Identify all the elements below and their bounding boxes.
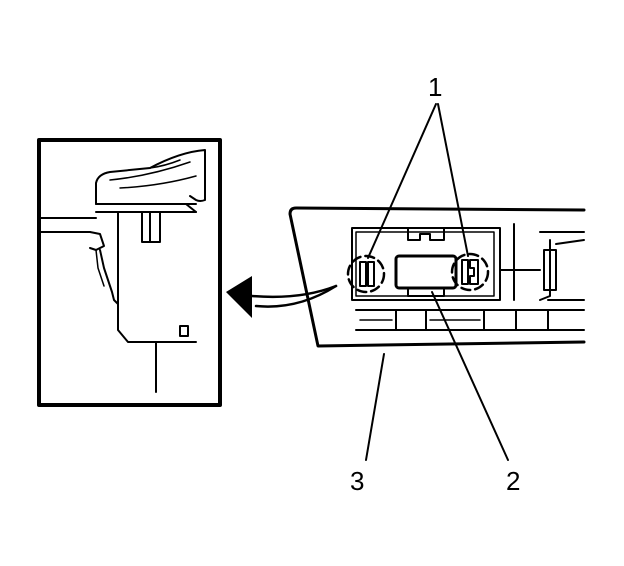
leader-lines: [365, 103, 509, 461]
connector: [394, 254, 458, 290]
detail-inset: [37, 138, 222, 407]
callout-2: 2: [506, 466, 520, 496]
right-clip: [450, 252, 490, 292]
leader-1-right: [437, 103, 469, 257]
detail-frame: [37, 138, 222, 407]
callout-arrow: [226, 276, 338, 318]
main-panel: [288, 206, 586, 348]
leader-3: [365, 353, 385, 461]
arrowhead: [226, 276, 252, 318]
leader-1-left: [367, 103, 437, 259]
detail-body: [117, 211, 197, 343]
callout-3: 3: [350, 466, 364, 496]
callout-1: 1: [428, 72, 442, 102]
panel-housing: [288, 206, 586, 348]
left-clip: [346, 254, 386, 294]
detail-cover: [95, 149, 206, 205]
leader-2: [431, 291, 509, 461]
